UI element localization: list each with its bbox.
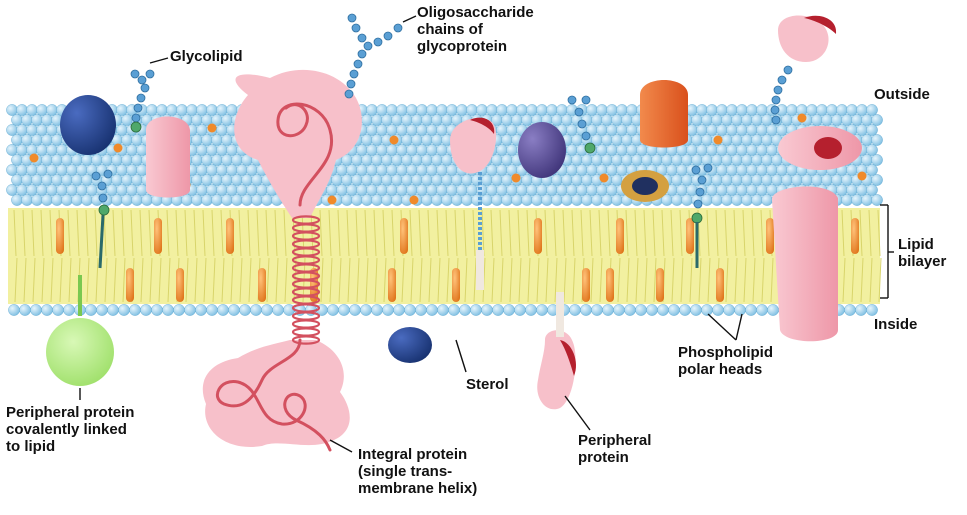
- label-integral-protein: Integral protein (single trans- membrane…: [358, 446, 478, 497]
- protein-orange: [640, 80, 688, 148]
- label-phospholipid-heads: Phospholipid polar heads: [678, 344, 773, 378]
- peripheral-protein-bottom: [537, 330, 576, 410]
- sterols: [56, 218, 859, 302]
- integral-protein-pink-left: [146, 116, 190, 198]
- peripheral-protein-navy-bottom: [388, 327, 432, 363]
- glycolipid-chain-2: [567, 95, 596, 154]
- label-peripheral-covalent: Peripheral protein covalently linked to …: [6, 404, 135, 455]
- leaflet-dots: [29, 113, 867, 205]
- glycolipid-chain-3: [691, 163, 713, 224]
- pink-protein-center: [450, 118, 497, 174]
- inner-leaflet-heads: [8, 304, 878, 316]
- protein-purple: [518, 122, 566, 178]
- glycolipid-chain: [130, 69, 155, 133]
- glycolipid-chain-left: [91, 169, 113, 216]
- label-peripheral-protein: Peripheral protein: [578, 432, 652, 466]
- glycolipid-tail-left: [98, 214, 105, 269]
- linker-chain: [770, 65, 793, 125]
- oligosaccharide-chain: [344, 13, 403, 99]
- label-oligosaccharide: Oligosaccharide chains of glycoprotein: [417, 4, 534, 55]
- label-inside: Inside: [874, 316, 918, 333]
- integral-protein-pink-right: [771, 186, 838, 342]
- peripheral-protein-green: [46, 318, 114, 386]
- gpi-anchor: [476, 250, 484, 290]
- protein-pink-top-right: [778, 15, 829, 63]
- label-sterol: Sterol: [466, 376, 509, 393]
- label-glycolipid: Glycolipid: [170, 48, 243, 65]
- integral-protein: [202, 69, 362, 452]
- leader-lines: [79, 15, 894, 453]
- hydrophobic-tail-band: [8, 208, 880, 304]
- peripheral-protein-navy: [60, 95, 116, 155]
- label-lipid-bilayer: Lipid bilayer: [898, 236, 947, 270]
- label-outside: Outside: [874, 86, 930, 103]
